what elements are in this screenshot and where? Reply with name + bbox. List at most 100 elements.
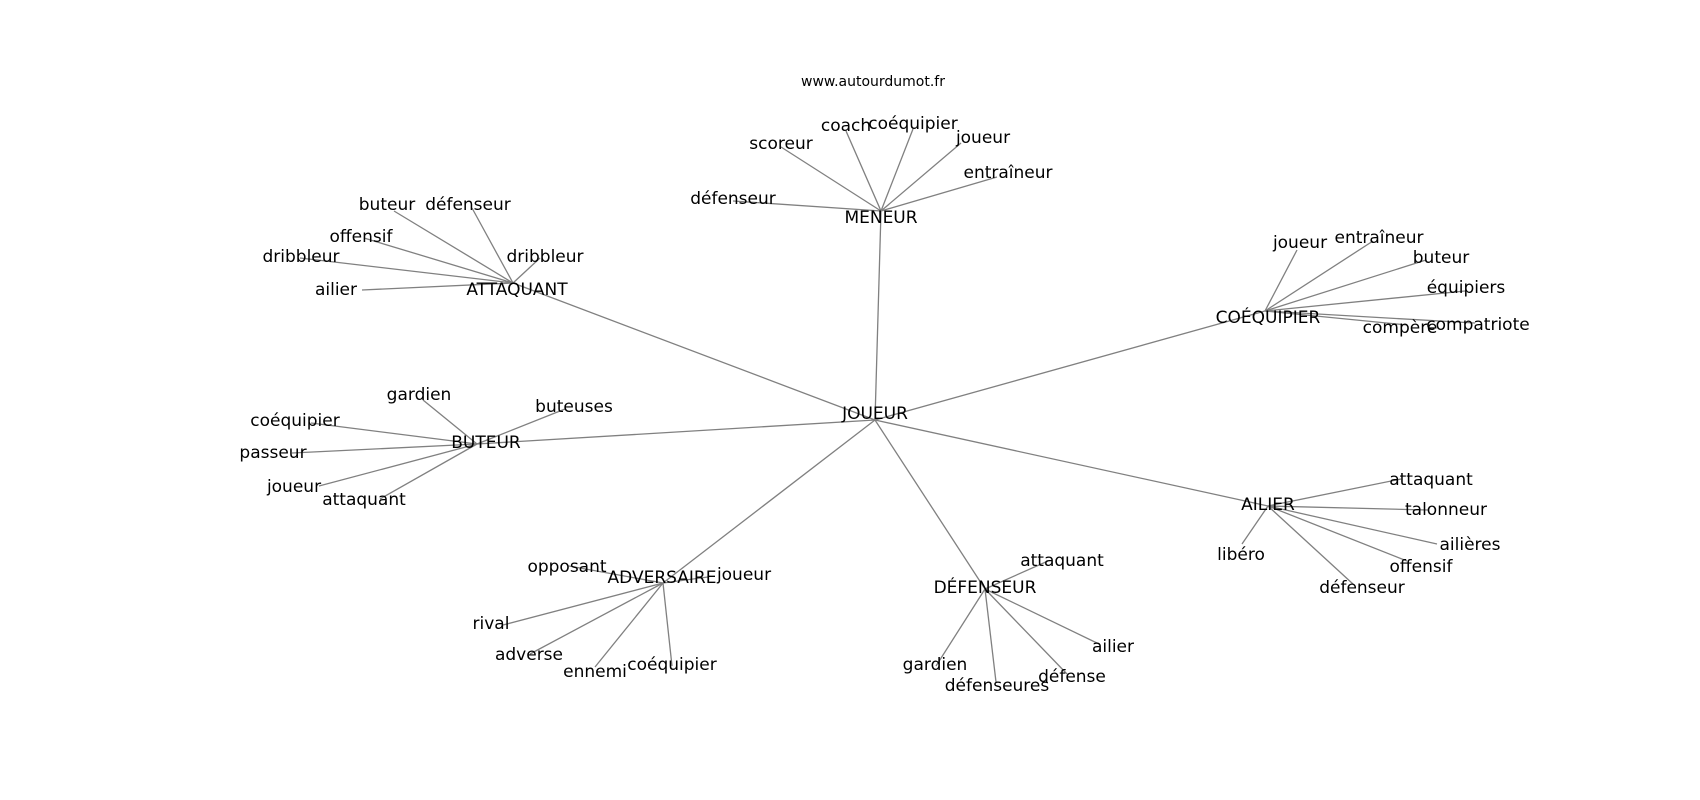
leaf-word-label: gardien (903, 655, 968, 675)
leaf-word-label: équipiers (1427, 278, 1506, 298)
edge-group-to-leaf (662, 582, 673, 667)
edge-group-to-leaf (512, 257, 541, 284)
center-word-label: JOUEUR (841, 404, 908, 424)
group-word-label: BUTEUR (451, 433, 521, 453)
leaf-word-label: attaquant (1020, 551, 1104, 571)
leaf-word-label: défenseures (945, 676, 1050, 696)
leaf-word-label: passeur (239, 443, 306, 463)
leaf-word-label: coach (821, 116, 871, 136)
leaf-word-label: rival (473, 614, 510, 634)
leaf-word-label: attaquant (322, 490, 406, 510)
leaf-word-label: ailières (1440, 535, 1501, 555)
leaf-word-label: défenseur (1319, 578, 1405, 598)
edge-group-to-leaf (880, 176, 998, 212)
group-word-label: DÉFENSEUR (934, 576, 1037, 598)
leaf-word-label: défenseur (425, 195, 511, 215)
edge-group-to-leaf (1264, 310, 1408, 326)
edge-group-to-leaf (1267, 478, 1402, 507)
edge-group-to-leaf (310, 422, 478, 445)
edge-group-to-leaf (476, 408, 566, 445)
leaf-word-label: défenseur (690, 189, 776, 209)
leaf-word-label: joueur (1272, 233, 1327, 253)
edge-group-to-leaf (1264, 290, 1466, 312)
edge-center-to-group (874, 310, 1266, 421)
edge-center-to-group (874, 210, 882, 421)
edge-group-to-leaf (984, 588, 1068, 675)
edge-group-to-leaf (1241, 505, 1269, 545)
edge-group-to-leaf (318, 443, 478, 487)
site-credit: www.autourdumot.fr (801, 74, 945, 90)
leaf-word-label: gardien (387, 385, 452, 405)
leaf-word-label: compatriote (1426, 315, 1529, 335)
edge-group-to-leaf (845, 130, 882, 212)
leaf-word-label: coéquipier (627, 655, 716, 675)
edge-group-to-leaf (662, 576, 709, 584)
leaf-word-label: entraîneur (1334, 228, 1423, 248)
edge-group-to-leaf (935, 588, 986, 667)
edge-group-to-leaf (379, 443, 478, 500)
leaf-word-label: offensif (1390, 557, 1454, 577)
leaf-word-label: joueur (716, 565, 771, 585)
edge-group-to-leaf (502, 582, 664, 626)
edge-group-to-leaf (393, 210, 514, 284)
leaf-word-label: dribbleur (262, 247, 339, 267)
edge-group-to-leaf (1264, 240, 1374, 312)
edge-group-to-leaf (1267, 505, 1354, 585)
leaf-word-label: joueur (955, 128, 1010, 148)
leaf-word-label: joueur (266, 477, 321, 497)
leaf-word-label: compère (1363, 318, 1438, 338)
edge-group-to-leaf (568, 565, 664, 584)
edge-group-to-leaf (984, 588, 997, 683)
group-word-label: ADVERSAIRE (608, 568, 717, 588)
leaf-word-label: coéquipier (868, 114, 957, 134)
group-word-label: MENEUR (844, 208, 917, 228)
group-word-label: COÉQUIPIER (1216, 306, 1321, 328)
edge-group-to-leaf (363, 237, 514, 284)
edge-center-to-group (662, 419, 876, 584)
edge-group-to-leaf (361, 282, 514, 291)
graph-labels: www.autourdumot.fr JOUEUR MENEUR défenseur… (239, 74, 1529, 696)
edge-group-to-leaf (471, 207, 514, 284)
leaf-word-label: buteuses (535, 397, 613, 417)
leaf-word-label: ailier (315, 280, 357, 300)
edge-group-to-leaf (594, 582, 664, 668)
edge-group-to-leaf (880, 128, 914, 212)
edge-group-to-leaf (984, 588, 1100, 645)
edge-group-to-leaf (529, 582, 664, 655)
leaf-word-label: coéquipier (250, 411, 339, 431)
graph-edges (291, 128, 1476, 683)
edge-group-to-leaf (1267, 505, 1429, 511)
leaf-word-label: adverse (495, 645, 563, 665)
edge-group-to-leaf (984, 560, 1049, 590)
leaf-word-label: ennemi (563, 662, 627, 682)
edge-group-to-leaf (1267, 505, 1408, 562)
leaf-word-label: buteur (359, 195, 415, 215)
edge-group-to-leaf (422, 399, 478, 445)
leaf-word-label: offensif (330, 227, 394, 247)
edge-group-to-leaf (880, 142, 962, 212)
edge-group-to-leaf (1264, 249, 1298, 312)
leaf-word-label: talonneur (1405, 500, 1487, 520)
edge-group-to-leaf (1264, 310, 1476, 324)
leaf-word-label: scoreur (749, 134, 812, 154)
leaf-word-label: défense (1038, 667, 1106, 687)
edge-group-to-leaf (291, 443, 478, 454)
group-word-label: ATTAQUANT (466, 280, 568, 300)
leaf-word-label: dribbleur (506, 247, 583, 267)
edge-group-to-leaf (1264, 259, 1427, 312)
leaf-word-label: entraîneur (963, 163, 1052, 183)
edge-group-to-leaf (1267, 505, 1438, 545)
edge-group-to-leaf (780, 146, 882, 212)
edge-group-to-leaf (732, 200, 882, 212)
edge-center-to-group (476, 419, 876, 445)
leaf-word-label: ailier (1092, 637, 1134, 657)
group-word-label: AILIER (1241, 495, 1295, 515)
edge-group-to-leaf (299, 257, 514, 284)
edge-center-to-group (512, 282, 876, 421)
leaf-word-label: buteur (1413, 248, 1469, 268)
edge-center-to-group (874, 419, 1269, 507)
leaf-word-label: attaquant (1389, 470, 1473, 490)
leaf-word-label: opposant (527, 557, 606, 577)
edge-center-to-group (874, 419, 986, 590)
